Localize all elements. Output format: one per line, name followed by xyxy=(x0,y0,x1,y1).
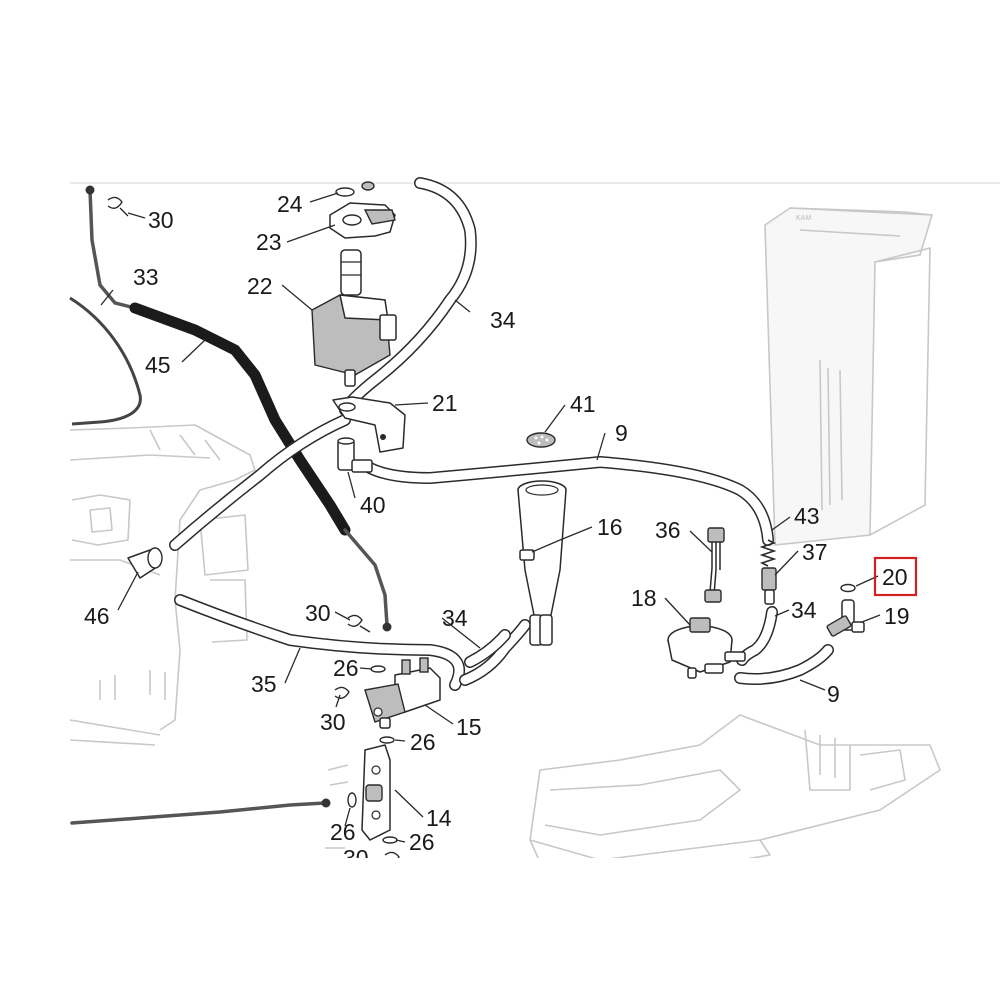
label-30-low: 30 xyxy=(320,709,346,735)
oring-26a xyxy=(370,665,386,673)
label-30-mid: 30 xyxy=(305,600,331,626)
oring-24 xyxy=(335,187,355,197)
highlight-box-20 xyxy=(873,556,918,597)
spring-43 xyxy=(759,539,777,567)
bottom-crop xyxy=(0,858,1000,1000)
cable-end-14 xyxy=(321,798,331,808)
bracket-23 xyxy=(329,202,396,239)
label-22: 22 xyxy=(247,273,273,299)
cable-end-top xyxy=(85,185,95,195)
funnel-16 xyxy=(517,480,567,646)
clip-30-low xyxy=(334,686,350,699)
part-labels: 30 24 23 33 22 34 45 21 41 9 40 16 36 43… xyxy=(84,191,910,871)
label-46: 46 xyxy=(84,603,110,629)
clip-30-top xyxy=(107,196,129,217)
label-21: 21 xyxy=(432,390,458,416)
label-40: 40 xyxy=(360,492,386,518)
svg-text:KAM: KAM xyxy=(796,215,811,222)
label-43: 43 xyxy=(794,503,820,529)
label-20: 20 xyxy=(882,564,908,590)
cable-lower xyxy=(343,528,389,627)
label-36: 36 xyxy=(655,517,681,543)
label-37: 37 xyxy=(802,539,828,565)
oring-26d xyxy=(382,836,398,844)
label-15: 15 xyxy=(456,714,482,740)
label-34-top: 34 xyxy=(490,307,516,333)
water-tank-ghost: KAM xyxy=(764,207,934,546)
flowmeter-18 xyxy=(667,617,746,679)
solenoid-15 xyxy=(364,657,441,729)
label-18: 18 xyxy=(631,585,657,611)
hose-45 xyxy=(129,302,351,536)
oring-20 xyxy=(840,583,856,593)
cap-top xyxy=(361,181,375,191)
label-30-top: 30 xyxy=(148,207,174,233)
label-34-right: 34 xyxy=(791,597,817,623)
connector-19 xyxy=(826,599,865,637)
cable-33 xyxy=(88,188,137,310)
label-35: 35 xyxy=(251,671,277,697)
bracket-21 xyxy=(332,396,406,453)
oring-26c xyxy=(347,792,357,808)
label-26-a: 26 xyxy=(333,655,359,681)
tubes xyxy=(169,177,834,691)
valve-block-14 xyxy=(325,744,391,849)
oring-26b xyxy=(379,736,395,744)
label-16: 16 xyxy=(597,514,623,540)
cable-end-bottom xyxy=(382,622,392,632)
sensor-36 xyxy=(704,527,725,603)
label-9-bottom: 9 xyxy=(827,681,840,707)
cable-bottom-left xyxy=(70,801,327,825)
label-33: 33 xyxy=(133,264,159,290)
label-24: 24 xyxy=(277,191,303,217)
label-14: 14 xyxy=(426,805,452,831)
label-23: 23 xyxy=(256,229,282,255)
connector-46 xyxy=(127,547,163,579)
label-45: 45 xyxy=(145,352,171,378)
pump-22 xyxy=(311,249,397,387)
label-26-d: 26 xyxy=(409,829,435,855)
valve-37 xyxy=(761,567,777,605)
drip-tray-ghost xyxy=(529,714,941,881)
label-41: 41 xyxy=(570,391,596,417)
label-34-mid: 34 xyxy=(442,605,468,631)
label-26-c: 26 xyxy=(330,819,356,845)
cable-left-curve xyxy=(69,296,142,426)
elbow-40 xyxy=(337,437,373,473)
left-frame-ghost xyxy=(69,424,256,746)
clip-30-mid xyxy=(347,614,371,633)
label-26-b: 26 xyxy=(410,729,436,755)
label-9-top: 9 xyxy=(615,420,628,446)
disc-41 xyxy=(526,432,556,448)
label-19: 19 xyxy=(884,603,910,629)
leader-lines xyxy=(100,192,881,843)
